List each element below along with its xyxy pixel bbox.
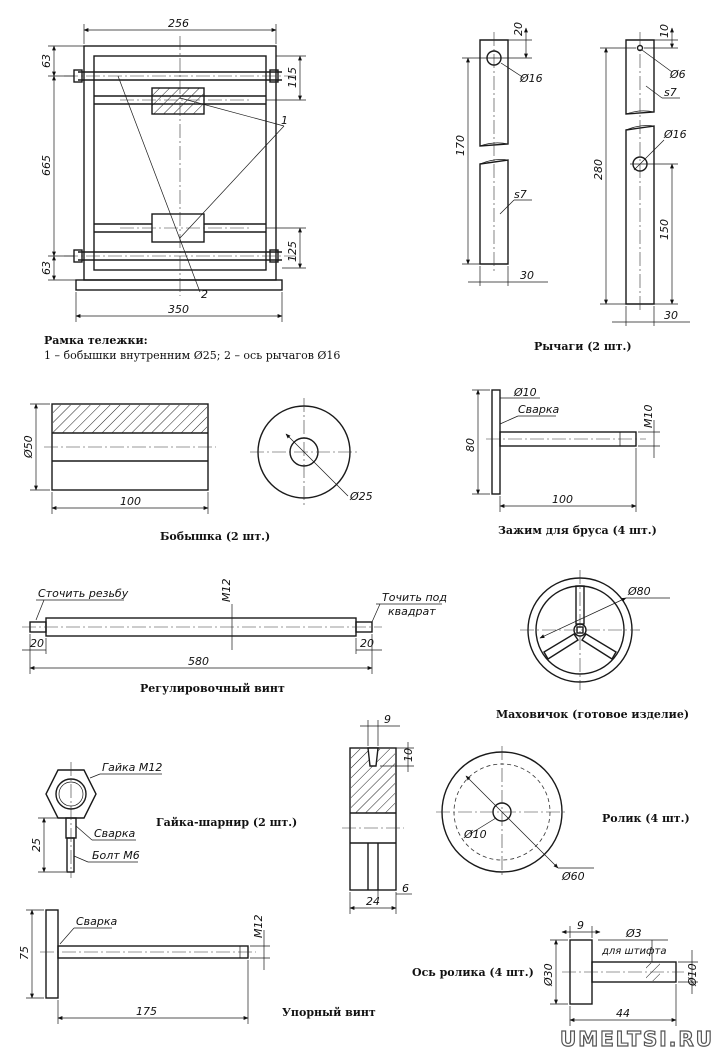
lever-b-thickness: s7: [664, 86, 677, 99]
dim-frame-height: 665: [40, 155, 53, 176]
clamp-caption: Зажим для бруса (4 шт.): [498, 524, 657, 537]
dim-frame-left-top: 63: [40, 54, 53, 68]
clamp-thread: M10: [642, 405, 655, 429]
axle-pin-note: для штифта: [601, 946, 666, 957]
callout-1: 1: [281, 114, 288, 127]
lever-short-drawing: Ø16 20 170 s7 30: [454, 22, 548, 286]
nut-caption: Гайка-шарнир (2 шт.): [156, 816, 297, 829]
screw-note-right-1: Точить под: [382, 591, 447, 604]
lever-a-length: 170: [454, 135, 467, 156]
boss-diameter: Ø50: [22, 435, 35, 459]
clamp-weld-label: Сварка: [518, 403, 560, 416]
nut-weld-label: Сварка: [94, 827, 136, 840]
lever-b-top-offset: 10: [658, 24, 671, 38]
stop-screw-weld-label: Сварка: [76, 915, 118, 928]
axle-head-dia: Ø30: [542, 963, 555, 987]
clamp-plate-height: 80: [464, 438, 477, 452]
dim-frame-right-bottom: 125: [286, 241, 299, 262]
stop-screw-drawing: Сварка M12 75 175: [18, 909, 270, 1024]
axle-caption: Ось ролика (4 шт.): [412, 966, 534, 979]
nut-label: Гайка M12: [102, 761, 162, 774]
frame-caption-text: 1 – бобышки внутренним Ø25; 2 – ось рыча…: [44, 349, 340, 362]
boss-drawing: Ø50 100 Ø25: [22, 398, 373, 514]
roller-diameter: Ø60: [561, 870, 585, 883]
nut-height: 25: [30, 838, 43, 852]
lever-long-drawing: 10 Ø6 s7 Ø16 280 150 30: [592, 24, 690, 326]
axle-pin-dia: Ø3: [625, 927, 642, 940]
handwheel-drawing: Ø80: [520, 570, 670, 690]
roller-groove-depth: 10: [402, 748, 415, 762]
lever-b-hole-dia: Ø16: [663, 128, 687, 141]
clamp-hole-dia: Ø10: [513, 386, 537, 399]
stop-screw-plate-height: 75: [18, 946, 31, 960]
nut-hinge-drawing: Гайка M12 Сварка Болт M6 25: [30, 761, 162, 878]
adjusting-screw-drawing: Сточить резьбу M12 Точить под квадрат 20…: [22, 579, 447, 674]
nut-bolt-label: Болт M6: [92, 849, 140, 862]
boss-length: 100: [120, 495, 141, 508]
stop-screw-length: 175: [136, 1005, 157, 1018]
clamp-drawing: Сварка Ø10 M10 80 100: [464, 386, 660, 512]
screw-length: 580: [188, 655, 209, 668]
axle-shaft-dia: Ø10: [686, 963, 699, 987]
axle-length: 44: [616, 1007, 630, 1020]
screw-note-left: Сточить резьбу: [38, 587, 129, 600]
stop-screw-caption: Упорный винт: [282, 1006, 376, 1019]
boss-bore-dia: Ø25: [349, 490, 373, 503]
handwheel-diameter: Ø80: [627, 585, 651, 598]
screw-note-right-2: квадрат: [388, 605, 436, 618]
screw-thread: M12: [220, 579, 233, 603]
dim-frame-width-top: 256: [168, 17, 189, 30]
callout-2: 2: [201, 288, 208, 301]
lever-b-width: 30: [664, 309, 678, 322]
roller-caption: Ролик (4 шт.): [602, 812, 690, 825]
roller-axle-drawing: 9 Ø3 для штифта Ø30 Ø10 44: [542, 919, 699, 1026]
handwheel-caption: Маховичок (готовое изделие): [496, 708, 689, 721]
levers-caption: Рычаги (2 шт.): [534, 340, 632, 353]
lever-a-hole-dia: Ø16: [519, 72, 543, 85]
frame-caption-title: Рамка тележки:: [44, 334, 148, 347]
lever-a-width: 30: [520, 269, 534, 282]
clamp-length: 100: [552, 493, 573, 506]
lever-a-top-offset: 20: [512, 22, 525, 36]
lever-a-thickness: s7: [514, 188, 527, 201]
dim-frame-right-top: 115: [286, 67, 299, 88]
stop-screw-thread: M12: [252, 915, 265, 939]
lever-b-pin-dia: Ø6: [669, 68, 686, 81]
watermark-logo: UMELTSI.RU: [560, 1027, 714, 1051]
roller-drawing: 9 10 24 6 Ø60 Ø10: [342, 713, 594, 914]
roller-width: 24: [366, 895, 380, 908]
boss-caption: Бобышка (2 шт.): [160, 530, 270, 543]
dim-frame-width-bottom: 350: [168, 303, 189, 316]
dim-frame-left-bottom: 63: [40, 261, 53, 275]
lever-b-lower-length: 150: [658, 219, 671, 240]
axle-head-width: 9: [577, 919, 584, 932]
roller-hub-offset: 6: [402, 882, 409, 895]
roller-bore-dia: Ø10: [463, 828, 487, 841]
roller-groove-width: 9: [384, 713, 391, 726]
screw-caption: Регулировочный винт: [140, 682, 285, 695]
cart-frame-drawing: 1 2 256 350 665 63 63 115 125: [40, 17, 306, 322]
screw-left-len: 20: [30, 637, 44, 650]
lever-b-length: 280: [592, 159, 605, 180]
screw-right-len: 20: [360, 637, 374, 650]
